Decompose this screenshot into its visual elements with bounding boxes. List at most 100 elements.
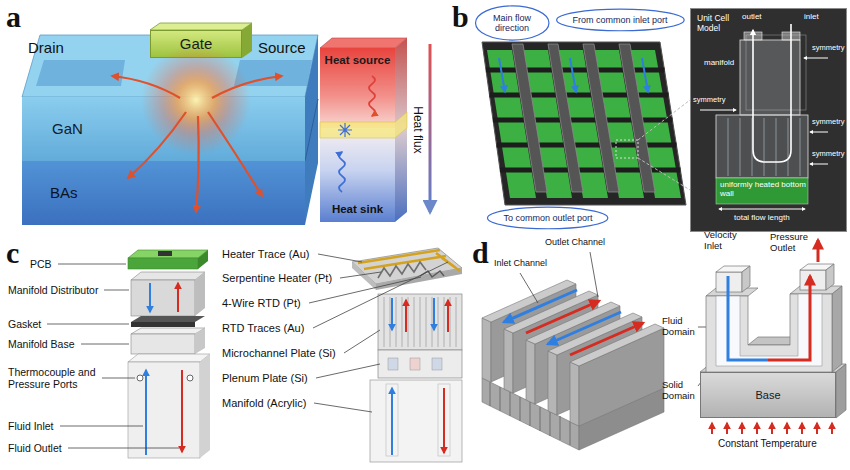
part-label: 4-Wire RTD (Pt) — [222, 297, 301, 310]
flux-label: Heat flux — [410, 106, 424, 153]
part-label: Heater Trace (Au) — [222, 248, 309, 261]
channel-flow-arrow — [526, 301, 599, 333]
part-label: Manifold Base — [8, 338, 75, 350]
bas-layer: BAs — [22, 161, 305, 225]
channel-label: Inlet Channel — [494, 258, 547, 268]
part-label: Serpentine Heater (Pt) — [222, 272, 332, 285]
part-label: RTD Traces (Au) — [222, 322, 304, 335]
test-stack — [137, 375, 143, 381]
heater-chip — [376, 268, 462, 290]
device-side-face — [305, 99, 318, 161]
manifold-array — [482, 42, 690, 205]
leader-line — [60, 426, 143, 427]
part-label: Heater Trace (Au) — [222, 248, 309, 261]
terminal-label: Source — [258, 39, 306, 56]
interface-plane — [320, 112, 407, 138]
acrylic-manifold — [370, 380, 462, 462]
leader-line — [104, 290, 129, 291]
node-text: To common outlet port — [503, 213, 592, 223]
panel-letter: b — [452, 0, 469, 35]
boundary-label: Pressure Outlet — [770, 232, 820, 254]
phonon-wave — [338, 76, 375, 192]
plenum-plate — [432, 358, 442, 370]
region-label: manifold — [704, 58, 734, 67]
unit-cell-geometry — [782, 32, 800, 40]
boundary-label: symmetry — [693, 96, 726, 105]
manifold-wall — [570, 324, 664, 366]
node-text: Main flow direction — [487, 13, 537, 34]
panel-letter: d — [472, 236, 489, 271]
manifold-array — [499, 58, 505, 92]
test-stack — [187, 375, 193, 381]
manifold-array — [482, 42, 686, 205]
part-label: PCB — [30, 258, 52, 270]
panel-letter: d — [472, 236, 489, 271]
part-label: Fluid Inlet — [8, 420, 54, 432]
heat-path-arrow — [196, 116, 199, 212]
phonon-wave — [338, 123, 352, 137]
unit-cell-geometry — [719, 209, 805, 210]
heater-chip — [378, 262, 426, 278]
leader-line — [47, 324, 129, 325]
test-stack — [131, 316, 205, 322]
manifold-wall — [504, 329, 513, 393]
microchannel-plate — [378, 294, 462, 350]
port-label: outlet — [742, 12, 762, 21]
node-text: Unit Cell Model — [697, 14, 743, 34]
boundary-label: symmetry — [812, 44, 845, 53]
part-label: Manifold Distributor — [8, 284, 98, 296]
heat-source-region: Heat source — [320, 48, 395, 128]
fluid-flow-arrow — [728, 240, 818, 360]
gate-electrode: Gate — [150, 30, 242, 58]
part-label: Manifold Distributor — [8, 284, 98, 296]
unit-cell-solid — [836, 364, 846, 418]
domain-label: Solid Domain — [662, 380, 702, 402]
part-label: Microchannel Plate (Si) — [222, 347, 336, 360]
manifold-array — [638, 100, 690, 140]
port-callout: To common outlet port — [485, 206, 610, 230]
ellipse-outline — [556, 9, 683, 31]
microchannel-plate — [378, 294, 462, 350]
leader-line — [340, 272, 381, 278]
part-label: Manifold (Acrylic) — [222, 397, 306, 410]
test-stack — [145, 370, 147, 455]
fluid-flow-arrow — [768, 276, 810, 360]
panel-letter: a — [6, 0, 21, 35]
channel-flow-arrow — [504, 290, 577, 322]
acrylic-manifold — [438, 384, 450, 456]
boundary-label: Constant Temperature — [718, 438, 817, 450]
region-label: manifold — [704, 58, 734, 67]
manifold-array — [616, 140, 638, 158]
unit-cell-solid — [832, 286, 842, 372]
channel-label: Outlet Channel — [545, 237, 605, 247]
part-label: RTD Traces (Au) — [222, 322, 304, 335]
heat-flux-arrow — [429, 44, 432, 212]
test-stack — [198, 250, 208, 269]
unit-cell-geometry — [700, 24, 828, 209]
test-stack — [195, 328, 205, 354]
channel-label: Outlet Channel — [545, 237, 605, 247]
inlet-outlet-box — [826, 264, 834, 290]
boundary-heat-arrow — [712, 423, 832, 434]
panel-letter: c — [6, 236, 19, 271]
part-label: Fluid Outlet — [8, 442, 62, 454]
boundary-label: Constant Temperature — [718, 438, 817, 450]
boundary-heat-arrow — [771, 423, 773, 434]
test-stack — [128, 250, 210, 458]
fluid-flow-arrow — [817, 240, 820, 262]
test-stack — [128, 258, 198, 269]
unit-cell-geometry — [716, 115, 808, 178]
acrylic-manifold — [391, 388, 393, 455]
flow-callout: Main flow direction — [474, 4, 551, 42]
boundary-heat-arrow — [711, 423, 713, 434]
test-stack — [177, 283, 179, 312]
leader-line — [344, 330, 380, 353]
fluid-flow-arrow — [728, 276, 768, 360]
ellipse-outline — [475, 6, 548, 40]
test-stack — [149, 283, 151, 312]
test-stack — [131, 280, 195, 316]
gate-3d-faces — [150, 23, 252, 58]
unit-cell-geometry — [728, 118, 800, 176]
manifold-array — [486, 68, 665, 73]
